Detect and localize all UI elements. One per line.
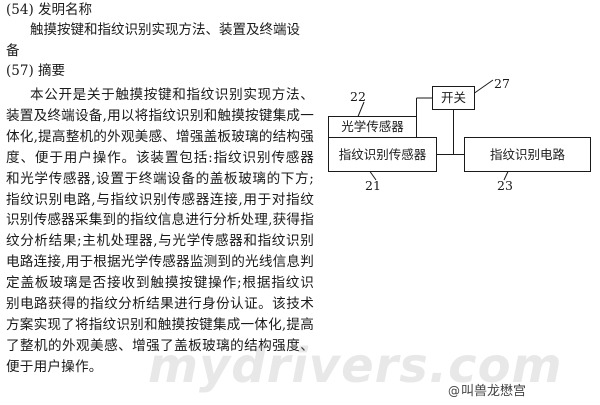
- ref-23: 23: [497, 178, 513, 193]
- ref-27: 27: [494, 76, 510, 91]
- switch-label: 开关: [441, 90, 466, 105]
- leader-21: [369, 171, 377, 181]
- leader-23: [503, 171, 509, 181]
- ref-22: 22: [350, 89, 366, 104]
- credit-handle: 叫兽龙懋宫: [461, 384, 527, 399]
- title-field-code: (54): [6, 2, 34, 18]
- block-diagram: 开关 光学传感器 指纹识别传感器 指纹识别电路 27 22 21 23: [328, 76, 591, 193]
- title-field-label: 发明名称: [38, 2, 93, 18]
- title-field-heading: (54) 发明名称: [6, 1, 92, 20]
- leader-22: [357, 101, 365, 117]
- abstract-field-heading: (57) 摘要: [6, 62, 65, 81]
- social-credit[interactable]: @叫兽龙懋宫: [448, 380, 526, 399]
- abstract-field-label: 摘要: [38, 63, 66, 79]
- fingerprint-sensor-label: 指纹识别传感器: [339, 147, 427, 162]
- ref-21: 21: [365, 178, 381, 193]
- at-icon: @: [448, 384, 460, 398]
- fingerprint-circuit-label: 指纹识别电路: [490, 147, 566, 162]
- invention-title: 触摸按键和指纹识别实现方法、装置及终端设备: [6, 22, 300, 59]
- abstract-body: 本公开是关于触摸按键和指纹识别实现方法、装置及终端设备,用以将指纹识别和触摸按键…: [6, 87, 314, 375]
- sensor-circuit-line: [436, 109, 465, 155]
- switch-to-optical-line: [416, 97, 433, 117]
- abstract-field-code: (57): [6, 63, 34, 79]
- optical-sensor-label: 光学传感器: [341, 119, 404, 134]
- leader-27: [474, 79, 494, 94]
